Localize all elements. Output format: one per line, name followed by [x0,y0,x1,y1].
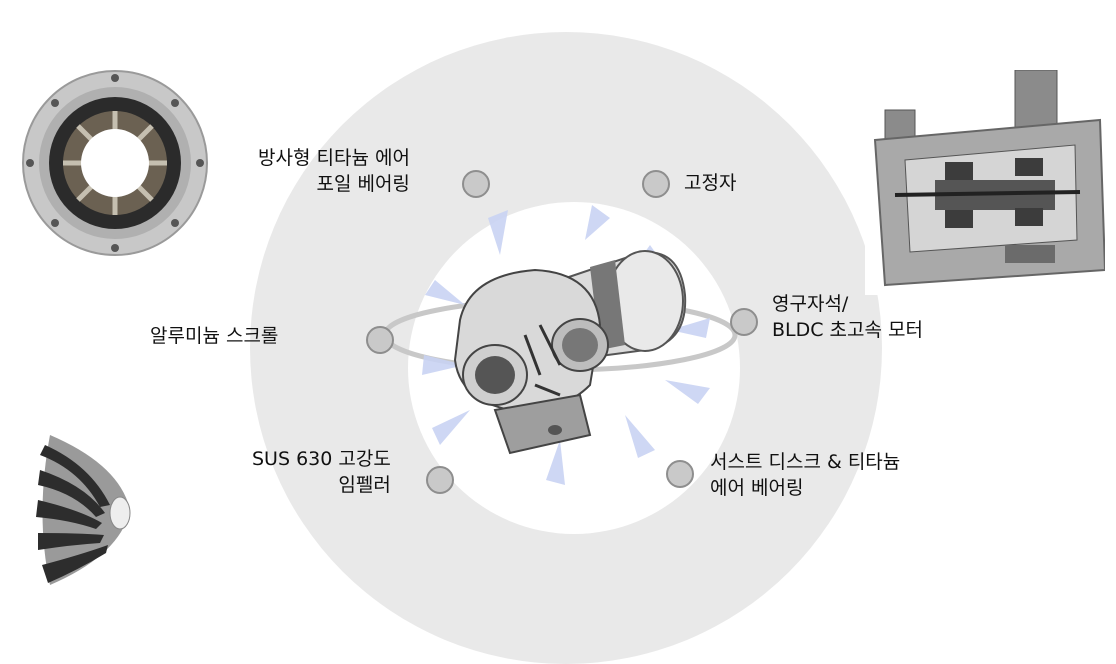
marker-stator [642,170,670,198]
marker-scroll [366,326,394,354]
motor-cutaway-photo [865,70,1105,295]
label-motor: 영구자석/ BLDC 초고속 모터 [772,293,923,341]
label-scroll: 알루미늄 스크롤 [150,325,279,347]
marker-thrust [666,460,694,488]
impeller-photo [30,425,140,595]
marker-bearing [462,170,490,198]
marker-impeller [426,466,454,494]
label-thrust: 서스트 디스크 & 티타늄 에어 베어링 [710,451,901,499]
blower-illustration [453,250,687,455]
label-bearing: 방사형 티타늄 에어 포일 베어링 [258,147,410,195]
marker-motor [730,308,758,336]
radial-bearing-photo [22,70,208,256]
label-impeller: SUS 630 고강도 임펠러 [252,448,391,496]
label-stator: 고정자 [684,172,737,194]
